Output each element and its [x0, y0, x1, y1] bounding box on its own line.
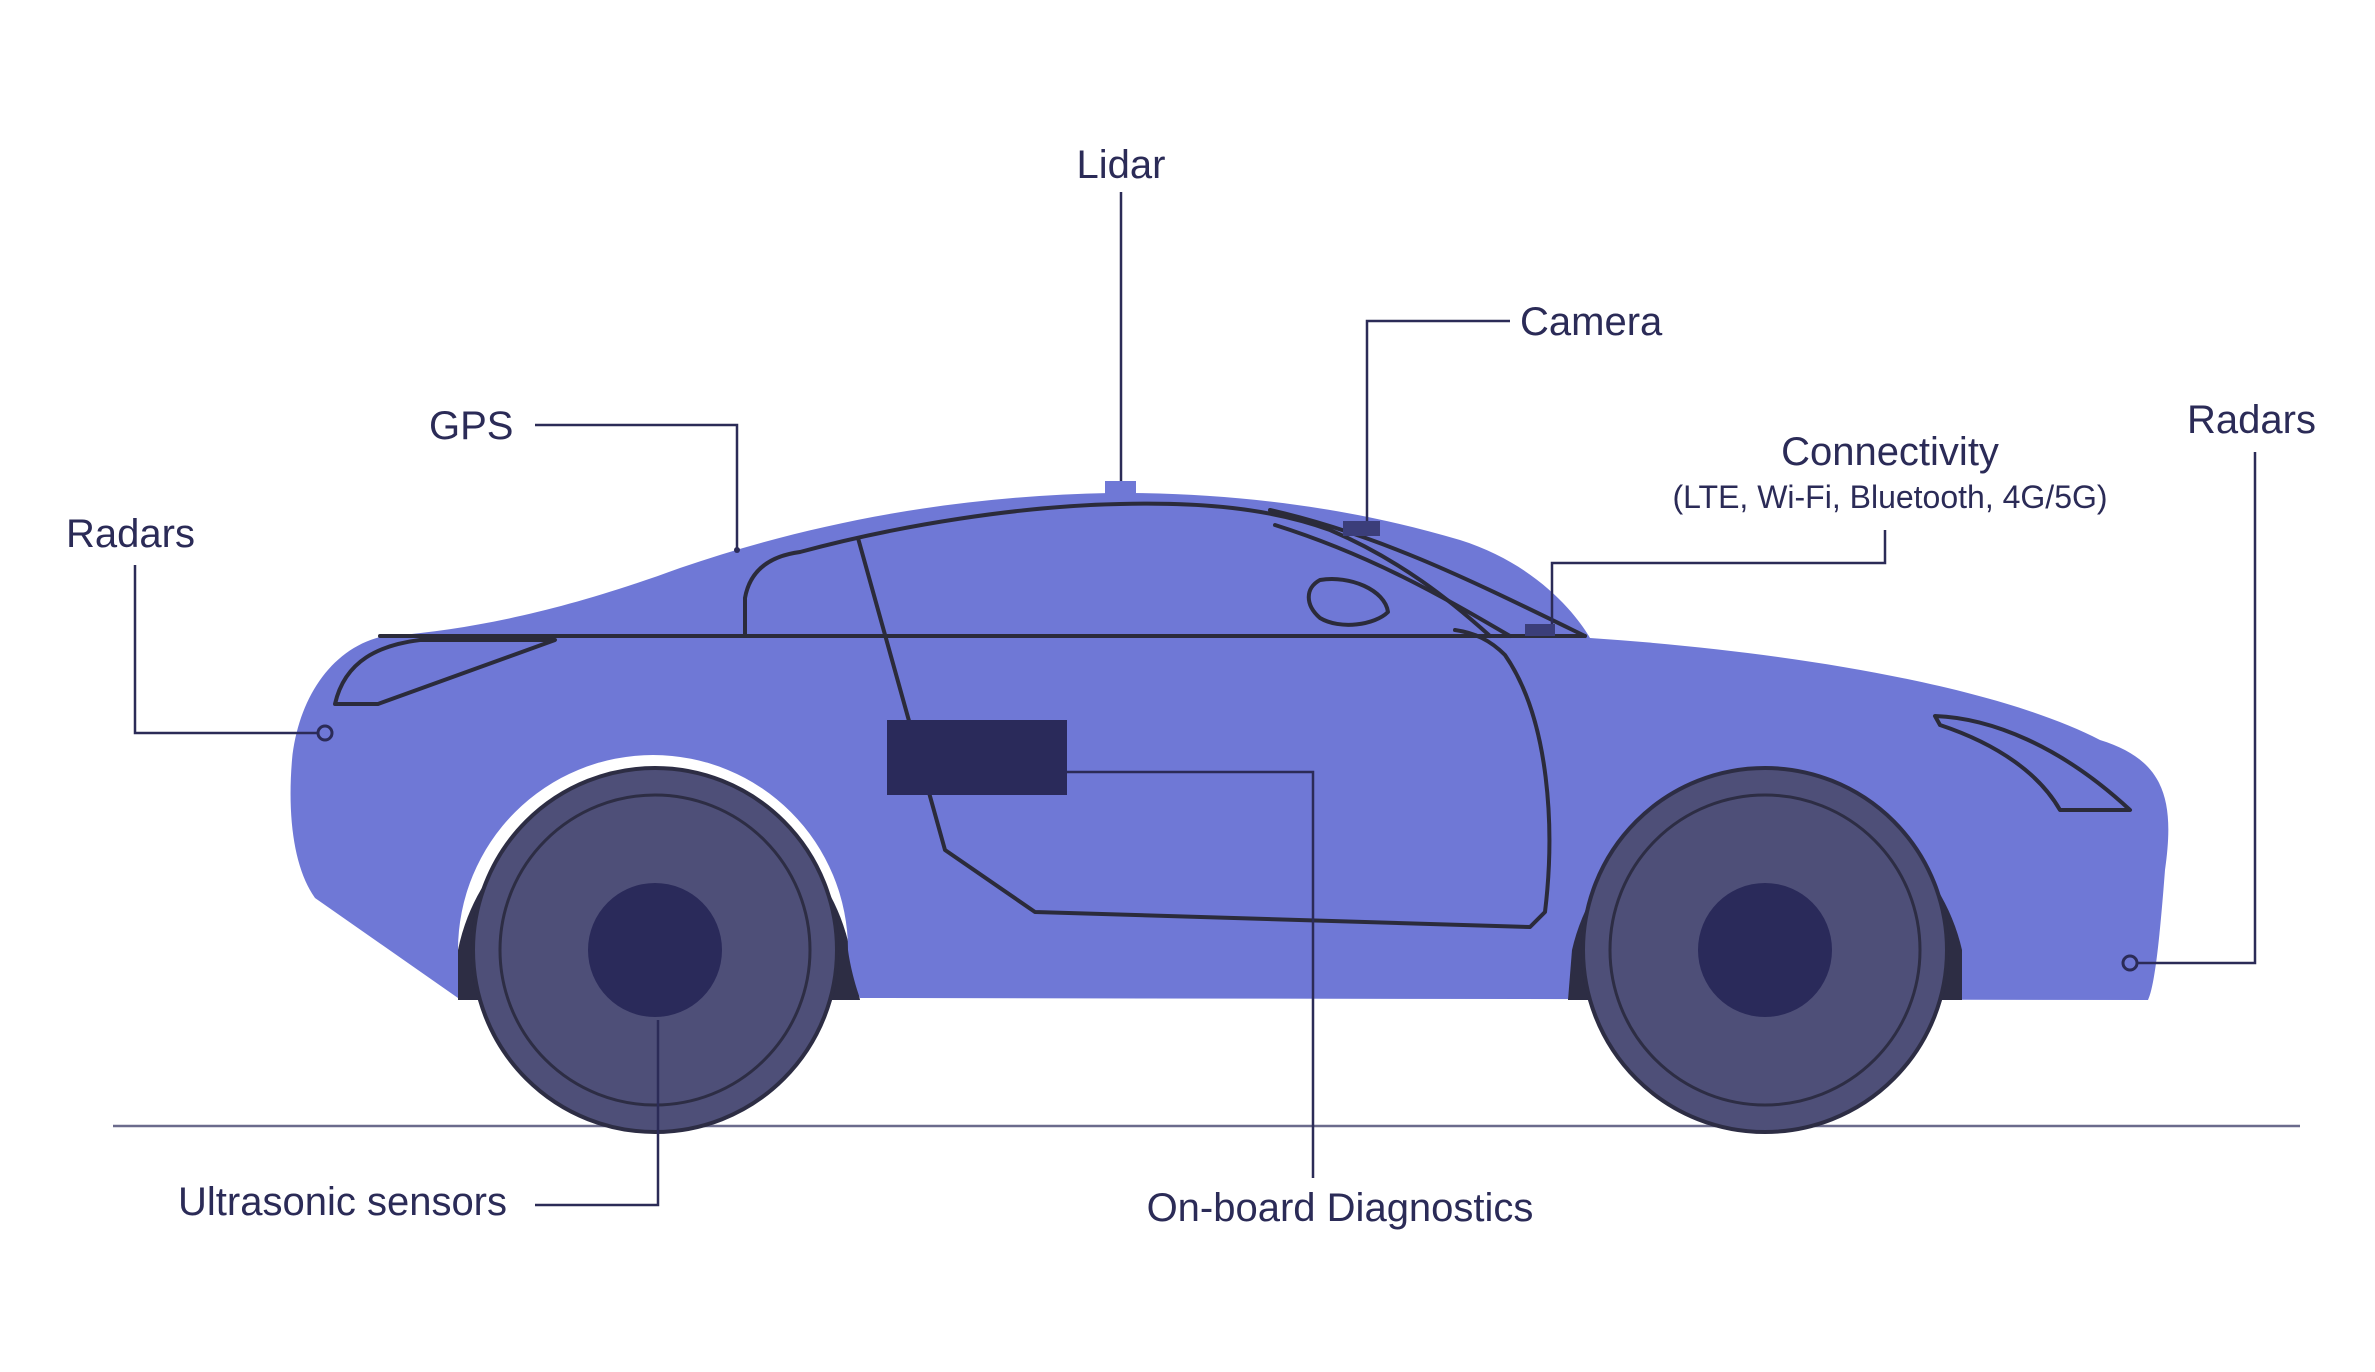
- gps-label: GPS: [429, 404, 514, 448]
- front-hub: [588, 883, 722, 1017]
- gps-leader: [535, 423, 739, 550]
- ultrasonic-label: Ultrasonic sensors: [178, 1180, 508, 1224]
- headlight: [1933, 714, 2132, 812]
- leader-lines: [133, 192, 2257, 1207]
- radars-right-label: Radars: [2187, 398, 2316, 442]
- front-wheel: [471, 766, 839, 1134]
- ultrasonic-leader: [535, 1020, 660, 1207]
- camera-leader: [1365, 319, 1510, 521]
- rear-wheel: [1581, 766, 1949, 1134]
- radar-right-leader: [2137, 452, 2257, 965]
- rear-rim-ring: [1608, 793, 1922, 1107]
- rear-hub: [1698, 883, 1832, 1017]
- camera-label: Camera: [1520, 300, 1663, 344]
- front-rim-ring: [498, 793, 812, 1107]
- connectivity-sensor: [1525, 624, 1555, 636]
- connectivity-leader: [1550, 530, 1887, 624]
- connectivity-sublabel: (LTE, Wi-Fi, Bluetooth, 4G/5G): [1672, 479, 2108, 515]
- tail-light: [333, 638, 557, 706]
- window-frame: [743, 501, 1492, 638]
- connectivity-label: Connectivity: [1781, 430, 1999, 474]
- radars-left-label: Radars: [66, 512, 195, 556]
- windshield-line-2: [1273, 523, 1512, 638]
- obd-box: [887, 720, 1067, 795]
- camera-sensor: [1343, 521, 1380, 536]
- lidar-label: Lidar: [1076, 143, 1166, 187]
- lidar-sensor: [1105, 481, 1136, 495]
- obd-leader: [1067, 770, 1315, 1178]
- radar-left-leader: [133, 565, 318, 735]
- car-outline: [333, 501, 2132, 929]
- side-mirror: [1306, 577, 1390, 627]
- obd-label: On-board Diagnostics: [1146, 1186, 1534, 1230]
- door-line: [856, 536, 1552, 929]
- windshield-line-1: [1268, 508, 1587, 638]
